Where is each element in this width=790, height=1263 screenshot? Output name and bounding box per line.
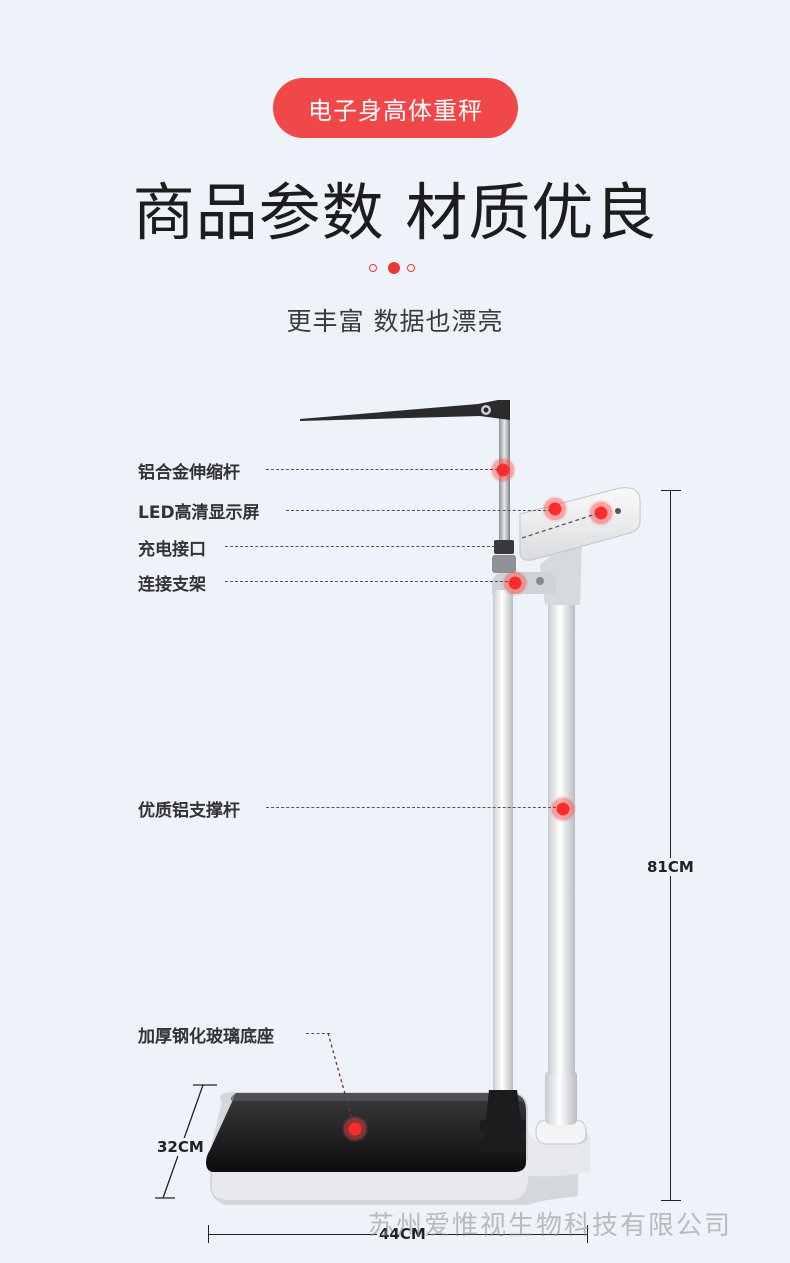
leader-line <box>286 510 551 511</box>
rod-marker-icon <box>490 457 516 483</box>
base-marker-icon <box>342 1116 368 1142</box>
leader-line <box>306 1033 330 1034</box>
bracket-marker-icon <box>502 570 528 596</box>
dimension-tick <box>587 1225 589 1243</box>
decorative-dots <box>369 262 419 274</box>
company-watermark: 苏州爱惟视生物科技有限公司 <box>368 1211 733 1241</box>
height-dimension-label: 81CM <box>645 858 696 876</box>
page-subheading: 更丰富 数据也漂亮 <box>286 307 504 336</box>
page-headline: 商品参数 材质优良 <box>132 176 658 249</box>
width-dimension-label: 44CM <box>377 1225 428 1243</box>
callout-bracket: 连接支架 <box>138 575 206 595</box>
display-marker-icon <box>542 496 568 522</box>
callout-base: 加厚钢化玻璃底座 <box>138 1027 274 1047</box>
callout-port: 充电接口 <box>138 540 206 560</box>
leader-line <box>225 546 495 547</box>
callout-rod: 铝合金伸缩杆 <box>138 463 240 483</box>
leader-line <box>327 1033 353 1120</box>
leader-line <box>521 511 603 539</box>
depth-dimension-label: 32CM <box>155 1138 206 1156</box>
dot-active-icon <box>388 262 400 274</box>
display-marker-icon <box>588 500 614 526</box>
pole-marker-icon <box>550 796 576 822</box>
dot-icon <box>407 264 415 272</box>
dot-icon <box>369 264 377 272</box>
height-dimension-line <box>670 490 671 1200</box>
leader-line <box>266 469 498 470</box>
product-badge: 电子身高体重秤 <box>273 78 518 138</box>
callout-display: LED高清显示屏 <box>138 503 260 523</box>
dimension-tick <box>661 490 681 492</box>
leader-line <box>225 581 508 582</box>
leader-line <box>266 807 556 808</box>
callout-pole: 优质铝支撑杆 <box>138 801 240 821</box>
dimension-tick <box>661 1200 681 1202</box>
